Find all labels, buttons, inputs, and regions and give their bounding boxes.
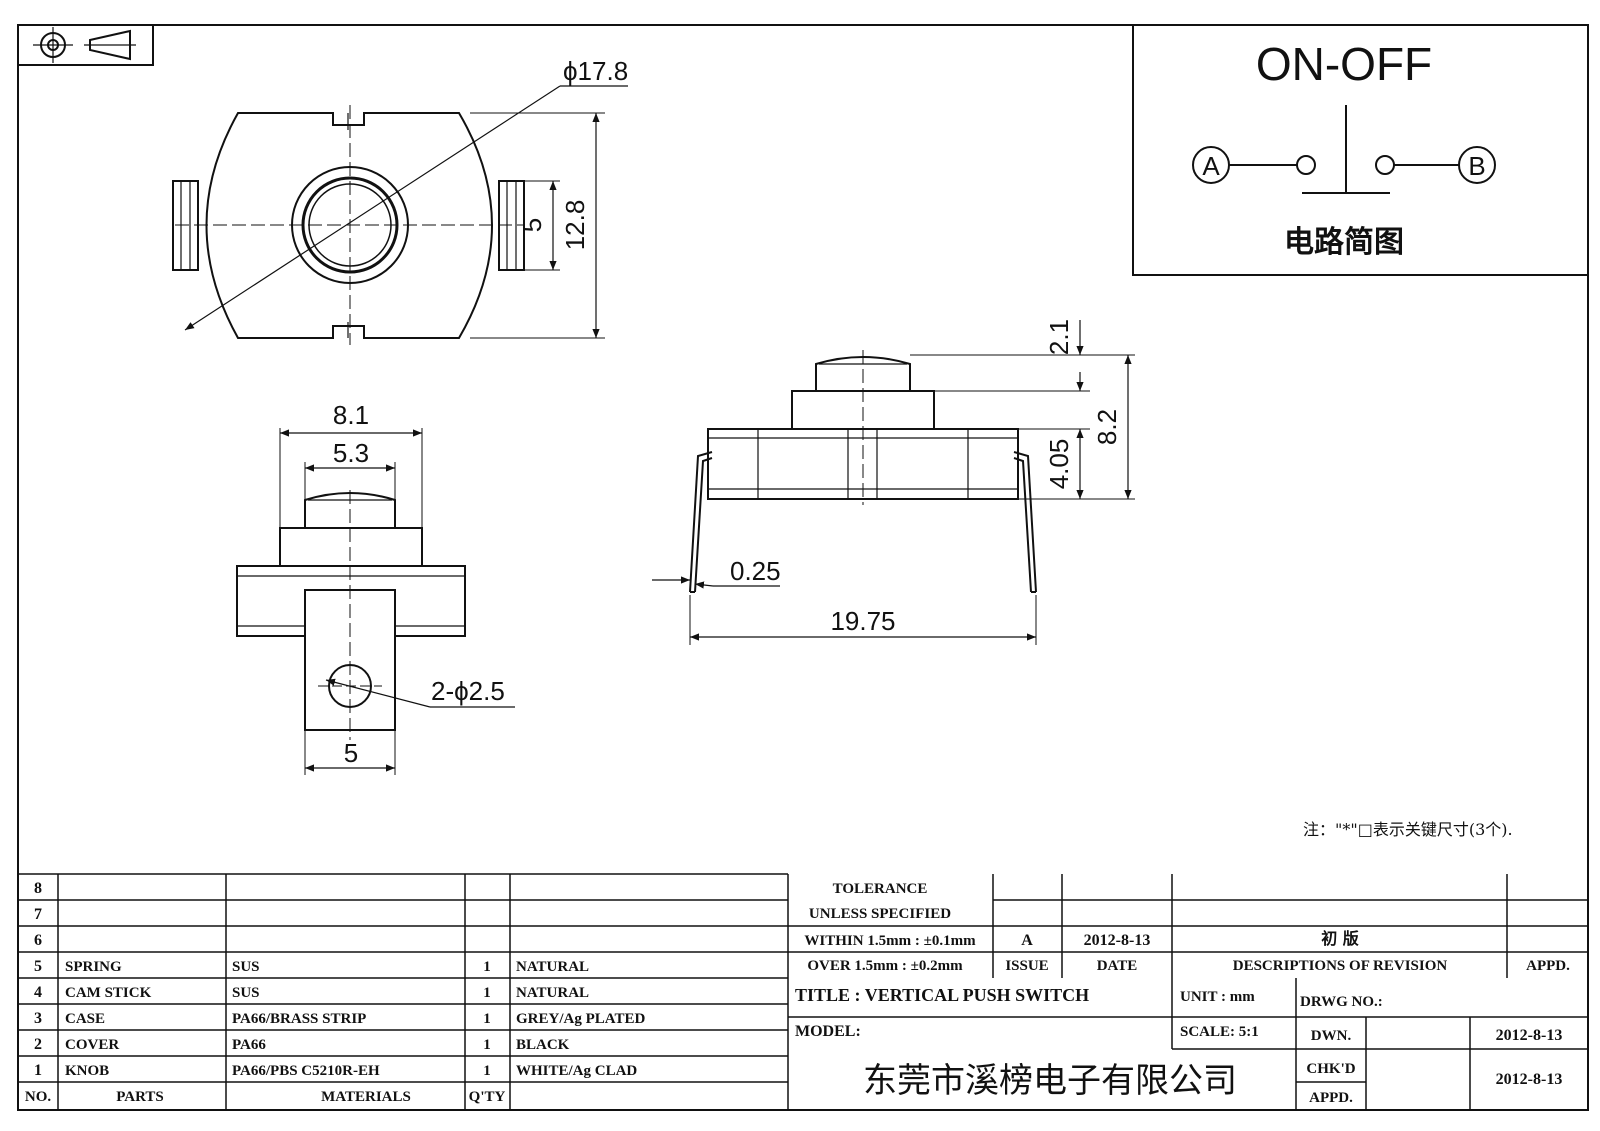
row-no: 3 <box>34 1010 42 1027</box>
drawing-number-label: DRWG NO.: <box>1300 994 1383 1010</box>
header-no: NO. <box>25 1089 52 1105</box>
top-view <box>172 85 628 345</box>
tolerance-line-2: UNLESS SPECIFIED <box>809 906 951 922</box>
drawn-date: 2012-8-13 <box>1496 1027 1563 1044</box>
checked-label: CHK'D <box>1306 1061 1355 1077</box>
row-finish: WHITE/Ag CLAD <box>516 1063 637 1079</box>
row-no: 2 <box>34 1036 42 1053</box>
unit-label: UNIT : mm <box>1180 989 1255 1005</box>
circuit-diagram <box>1132 24 1589 276</box>
table-row: 2 COVER PA66 1 BLACK <box>34 1036 570 1053</box>
dim-terminal-5: 5 <box>344 738 358 768</box>
terminal-b-label: B <box>1468 151 1485 181</box>
row-no: 1 <box>34 1062 42 1079</box>
dim-tab-5: 5 <box>517 218 547 232</box>
row-material: SUS <box>232 985 260 1001</box>
company-name: 东莞市溪榜电子有限公司 <box>863 1062 1237 1100</box>
parts-table <box>18 873 789 1110</box>
side-view <box>652 320 1135 645</box>
dim-thickness-0-25: 0.25 <box>730 556 781 586</box>
front-view <box>236 428 515 775</box>
terminal-a-label: A <box>1202 151 1220 181</box>
row-part: CAM STICK <box>65 985 152 1001</box>
projection-symbol <box>17 24 154 66</box>
dim-height-12-8: 12.8 <box>560 200 590 251</box>
header-appd: APPD. <box>1526 958 1570 974</box>
table-row: 1 KNOB PA66/PBS C5210R-EH 1 WHITE/Ag CLA… <box>34 1062 637 1079</box>
model-label: MODEL: <box>795 1023 861 1040</box>
table-row: 6 <box>34 932 42 949</box>
title-block <box>788 874 1588 1110</box>
row-material: PA66 <box>232 1037 266 1053</box>
row-qty: 1 <box>483 1011 491 1027</box>
row-part: COVER <box>65 1037 119 1053</box>
revision-description: 初 版 <box>1321 929 1359 948</box>
row-no: 6 <box>34 932 42 949</box>
scale-label: SCALE: 5:1 <box>1180 1024 1259 1040</box>
row-no: 5 <box>34 958 42 975</box>
row-no: 7 <box>34 906 42 923</box>
key-dimension-note: 注："*"□表示关键尺寸(3个). <box>1303 820 1513 839</box>
row-qty: 1 <box>483 959 491 975</box>
row-qty: 1 <box>483 1037 491 1053</box>
parts-rows: 8 7 6 5 SPRING SUS 1 NATURAL 4 CAM STICK… <box>25 880 646 1105</box>
row-part: CASE <box>65 1011 105 1027</box>
table-row: 4 CAM STICK SUS 1 NATURAL <box>34 984 589 1001</box>
header-issue: ISSUE <box>1005 958 1048 974</box>
header-materials: MATERIALS <box>321 1089 411 1105</box>
row-material: PA66/BRASS STRIP <box>232 1011 366 1027</box>
table-row: 7 <box>34 906 42 923</box>
row-material: SUS <box>232 959 260 975</box>
dim-body-4-05: 4.05 <box>1044 439 1074 490</box>
table-row: 5 SPRING SUS 1 NATURAL <box>34 958 589 975</box>
dim-width-19-75: 19.75 <box>830 606 895 636</box>
circuit-caption: 电路简图 <box>1284 225 1404 259</box>
row-no: 8 <box>34 880 42 897</box>
dim-diameter-17-8: ϕ17.8 <box>563 56 628 86</box>
dim-hole-2-5: 2-ϕ2.5 <box>431 676 505 706</box>
drawing-title: TITLE : VERTICAL PUSH SWITCH <box>795 985 1089 1005</box>
row-qty: 1 <box>483 1063 491 1079</box>
header-qty: Q'TY <box>469 1089 506 1105</box>
table-header: NO. PARTS MATERIALS Q'TY <box>25 1089 506 1105</box>
table-row: 3 CASE PA66/BRASS STRIP 1 GREY/Ag PLATED <box>34 1010 645 1027</box>
row-finish: NATURAL <box>516 959 589 975</box>
drawn-label: DWN. <box>1311 1028 1352 1044</box>
row-part: SPRING <box>65 959 122 975</box>
revision-issue: A <box>1021 932 1033 949</box>
dim-total-8-2: 8.2 <box>1092 409 1122 445</box>
table-row: 8 <box>34 880 42 897</box>
tolerance-line-4: OVER 1.5mm : ±0.2mm <box>807 958 963 974</box>
sheet-border <box>17 24 1589 1111</box>
dim-width-5-3: 5.3 <box>333 438 369 468</box>
approved-label: APPD. <box>1309 1090 1353 1106</box>
header-parts: PARTS <box>116 1089 164 1105</box>
row-finish: BLACK <box>516 1037 570 1053</box>
dim-knob-2-1: 2.1 <box>1044 319 1074 355</box>
row-finish: NATURAL <box>516 985 589 1001</box>
header-date: DATE <box>1097 958 1138 974</box>
checked-date: 2012-8-13 <box>1496 1071 1563 1088</box>
tolerance-line-1: TOLERANCE <box>833 881 928 897</box>
dim-width-8-1: 8.1 <box>333 400 369 430</box>
revision-date: 2012-8-13 <box>1084 932 1151 949</box>
row-part: KNOB <box>65 1063 109 1079</box>
circuit-title: ON-OFF <box>1256 38 1432 90</box>
row-material: PA66/PBS C5210R-EH <box>232 1063 380 1079</box>
row-finish: GREY/Ag PLATED <box>516 1011 645 1027</box>
header-descriptions: DESCRIPTIONS OF REVISION <box>1233 958 1448 974</box>
row-qty: 1 <box>483 985 491 1001</box>
row-no: 4 <box>34 984 42 1001</box>
tolerance-line-3: WITHIN 1.5mm : ±0.1mm <box>804 933 976 949</box>
